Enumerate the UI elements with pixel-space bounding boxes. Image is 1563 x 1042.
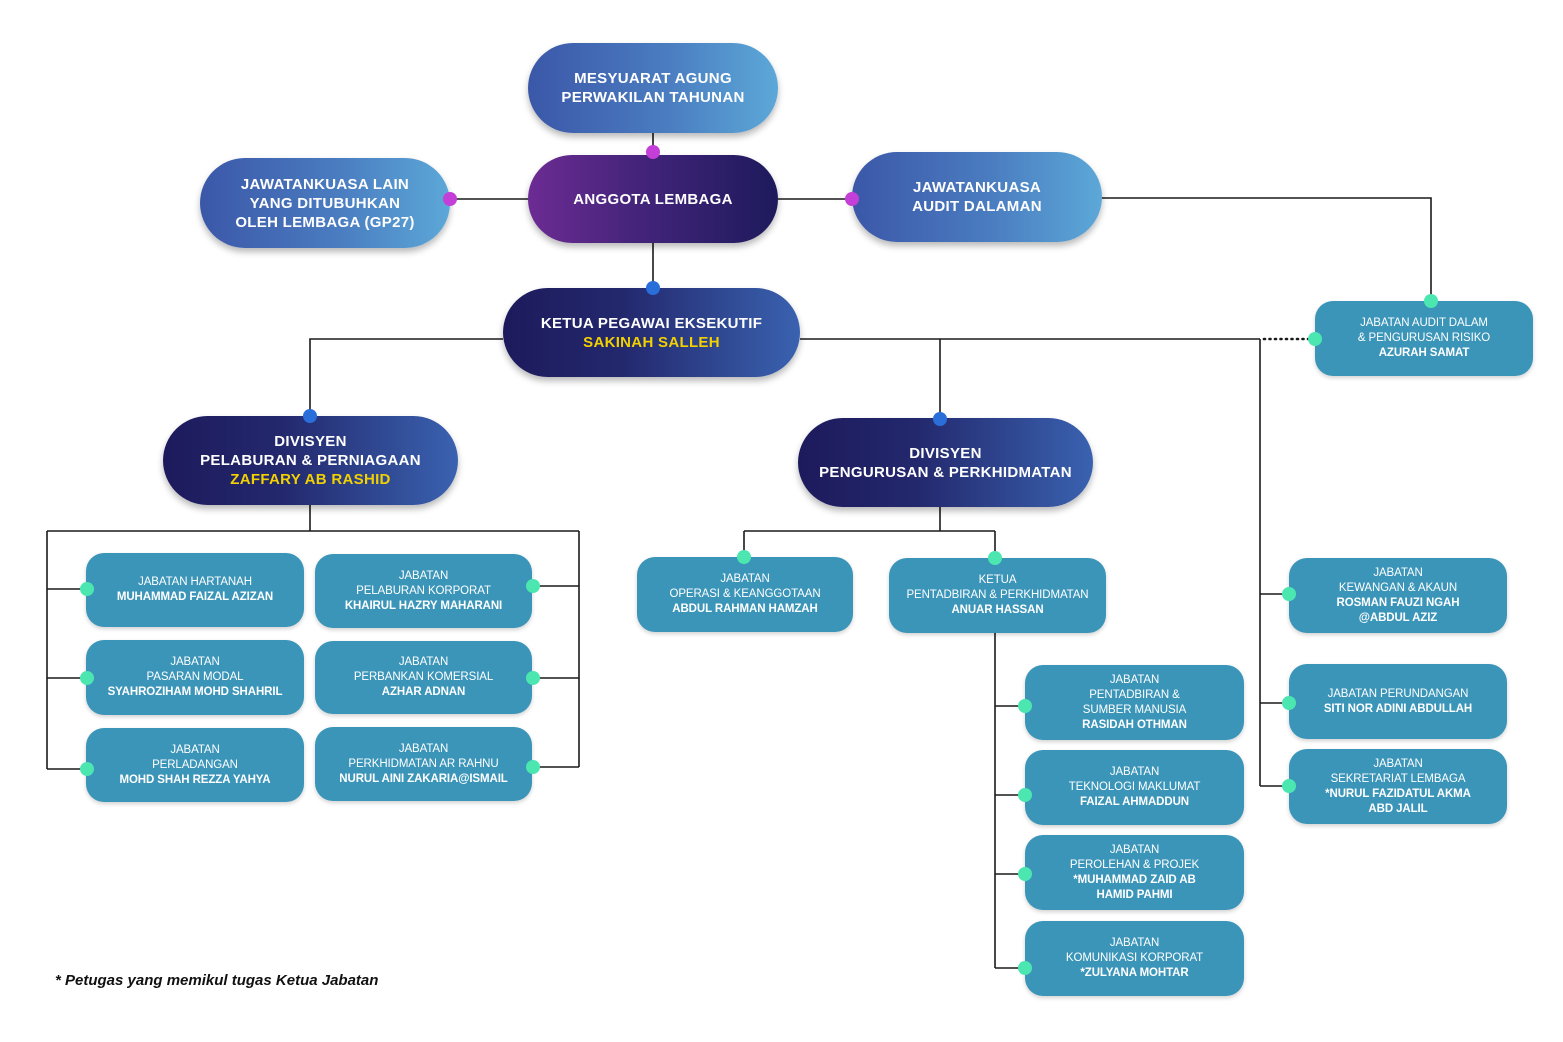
dept-head-name: SITI NOR ADINI ABDULLAH bbox=[1323, 702, 1473, 715]
node-title-line: ANGGOTA LEMBAGA bbox=[573, 190, 733, 208]
dept-admin-head: KETUA PENTADBIRAN & PERKHIDMATAN ANUAR H… bbox=[889, 558, 1106, 633]
dept-title-line: JABATAN HARTANAH bbox=[138, 576, 252, 588]
dept-title-line: KETUA bbox=[978, 574, 1017, 586]
dept-head-name: RASIDAH OTHMAN bbox=[1082, 718, 1187, 731]
dept-title-line: PENTADBIRAN & PERKHIDMATAN bbox=[906, 589, 1089, 601]
dept-title-line: JABATAN bbox=[1109, 937, 1160, 949]
dept-head-name: NURUL AINI ZAKARIA@ISMAIL bbox=[339, 772, 508, 785]
dept-title-line: JABATAN bbox=[720, 573, 770, 585]
dept-title-line: KEWANGAN & AKAUN bbox=[1338, 581, 1458, 594]
dept-head-name: *NURUL FAZIDATUL AKMA bbox=[1325, 787, 1471, 800]
dept-head-name: SYAHROZIHAM MOHD SHAHRIL bbox=[107, 686, 283, 698]
footnote: * Petugas yang memikul tugas Ketua Jabat… bbox=[55, 972, 379, 989]
node-title-line: MESYUARAT AGUNG bbox=[574, 70, 732, 87]
dept-title-line: JABATAN bbox=[1373, 757, 1423, 770]
dept-title-line: TEKNOLOGI MAKLUMAT bbox=[1068, 781, 1201, 793]
dept-title-line: PERLADANGAN bbox=[152, 758, 238, 771]
dept-title-line: KOMUNIKASI KORPORAT bbox=[1065, 952, 1204, 964]
dept-head-name: ABD JALIL bbox=[1368, 802, 1428, 815]
dept-head-name: MOHD SHAH REZZA YAHYA bbox=[119, 773, 271, 786]
dept-title-line: PENTADBIRAN & bbox=[1089, 688, 1180, 701]
dept-title-line: JABATAN bbox=[1109, 766, 1160, 778]
dept-information-technology: JABATAN TEKNOLOGI MAKLUMAT FAIZAL AHMADD… bbox=[1025, 750, 1244, 825]
node-title-line: JAWATANKUASA bbox=[912, 179, 1042, 196]
dept-head-name: @ABDUL AZIZ bbox=[1358, 611, 1438, 624]
node-other-committees: JAWATANKUASA LAIN YANG DITUBUHKAN OLEH L… bbox=[200, 158, 450, 248]
node-title-line: DIVISYEN bbox=[909, 444, 982, 462]
dept-head-name: ANUAR HASSAN bbox=[951, 604, 1044, 616]
dept-internal-audit: JABATAN AUDIT DALAM & PENGURUSAN RISIKO … bbox=[1315, 301, 1533, 376]
dept-title-line: PASARAN MODAL bbox=[146, 671, 244, 683]
dept-title-line: JABATAN bbox=[1109, 673, 1160, 686]
node-person-name: ZAFFARY AB RASHID bbox=[230, 471, 391, 488]
dept-head-name: ABDUL RAHMAN HAMZAH bbox=[672, 603, 818, 615]
node-title-line: OLEH LEMBAGA (GP27) bbox=[235, 213, 415, 231]
node-person-name: SAKINAH SALLEH bbox=[583, 333, 720, 351]
dept-head-name: HAMID PAHMI bbox=[1096, 888, 1173, 901]
node-title-line: AUDIT DALAMAN bbox=[912, 198, 1042, 215]
node-title-line: PELABURAN & PERNIAGAAN bbox=[200, 452, 421, 469]
dept-head-name: KHAIRUL HAZRY MAHARANI bbox=[344, 599, 503, 612]
dept-title-line: PELABURAN KORPORAT bbox=[356, 584, 491, 597]
dept-title-line: JABATAN bbox=[1373, 566, 1423, 579]
dept-commercial-banking: JABATAN PERBANKAN KOMERSIAL AZHAR ADNAN bbox=[315, 641, 532, 714]
dept-plantation: JABATAN PERLADANGAN MOHD SHAH REZZA YAHY… bbox=[86, 728, 304, 802]
dept-corporate-investment: JABATAN PELABURAN KORPORAT KHAIRUL HAZRY… bbox=[315, 554, 532, 628]
dept-finance: JABATAN KEWANGAN & AKAUN ROSMAN FAUZI NG… bbox=[1289, 558, 1507, 633]
node-title-line: DIVISYEN bbox=[274, 433, 347, 450]
dept-title-line: JABATAN bbox=[1109, 843, 1160, 856]
node-title-line: PERWAKILAN TAHUNAN bbox=[561, 89, 745, 106]
node-division-investment: DIVISYEN PELABURAN & PERNIAGAAN ZAFFARY … bbox=[163, 416, 458, 505]
dept-title-line: OPERASI & KEANGGOTAAN bbox=[669, 588, 821, 600]
dept-capital-market: JABATAN PASARAN MODAL SYAHROZIHAM MOHD S… bbox=[86, 640, 304, 715]
dept-title-line: JABATAN bbox=[170, 656, 220, 668]
dept-legal: JABATAN PERUNDANGAN SITI NOR ADINI ABDUL… bbox=[1289, 664, 1507, 739]
dept-title-line: SEKRETARIAT LEMBAGA bbox=[1330, 772, 1466, 785]
node-title-line: KETUA PEGAWAI EKSEKUTIF bbox=[540, 314, 763, 332]
dept-title-line: JABATAN bbox=[398, 656, 449, 668]
dept-head-name: AZHAR ADNAN bbox=[381, 686, 466, 698]
dept-head-name: FAIZAL AHMADDUN bbox=[1079, 796, 1189, 808]
dept-ar-rahnu: JABATAN PERKHIDMATAN AR RAHNU NURUL AINI… bbox=[315, 727, 532, 801]
node-title-line: JAWATANKUASA LAIN bbox=[240, 175, 410, 193]
node-board-members: ANGGOTA LEMBAGA bbox=[528, 155, 778, 243]
node-division-management: DIVISYEN PENGURUSAN & PERKHIDMATAN bbox=[798, 418, 1093, 507]
dept-head-name: ROSMAN FAUZI NGAH bbox=[1336, 596, 1460, 609]
dept-head-name: AZURAH SAMAT bbox=[1378, 347, 1470, 359]
dept-title-line: JABATAN PERUNDANGAN bbox=[1327, 687, 1469, 700]
connector-line bbox=[309, 338, 503, 416]
dept-head-name: *ZULYANA MOHTAR bbox=[1080, 967, 1189, 979]
dept-corporate-communication: JABATAN KOMUNIKASI KORPORAT *ZULYANA MOH… bbox=[1025, 921, 1244, 996]
node-ceo: KETUA PEGAWAI EKSEKUTIF SAKINAH SALLEH bbox=[503, 288, 800, 377]
dept-operations: JABATAN OPERASI & KEANGGOTAAN ABDUL RAHM… bbox=[637, 557, 853, 632]
dept-title-line: JABATAN bbox=[398, 742, 449, 755]
dept-title-line: SUMBER MANUSIA bbox=[1082, 703, 1187, 716]
node-annual-general-meeting: MESYUARAT AGUNG PERWAKILAN TAHUNAN bbox=[528, 43, 778, 133]
connector-line bbox=[1102, 197, 1432, 301]
dept-head-name: *MUHAMMAD ZAID AB bbox=[1073, 873, 1196, 886]
dept-head-name: MUHAMMAD FAIZAL AZIZAN bbox=[116, 591, 274, 603]
dept-title-line: PEROLEHAN & PROJEK bbox=[1069, 858, 1200, 871]
node-audit-committee: JAWATANKUASA AUDIT DALAMAN bbox=[852, 152, 1102, 242]
dept-hartanah: JABATAN HARTANAH MUHAMMAD FAIZAL AZIZAN bbox=[86, 553, 304, 627]
dept-title-line: PERKHIDMATAN AR RAHNU bbox=[348, 757, 499, 770]
dept-title-line: JABATAN bbox=[398, 569, 449, 582]
dept-board-secretariat: JABATAN SEKRETARIAT LEMBAGA *NURUL FAZID… bbox=[1289, 749, 1507, 824]
node-title-line: YANG DITUBUHKAN bbox=[249, 194, 401, 212]
dept-procurement: JABATAN PEROLEHAN & PROJEK *MUHAMMAD ZAI… bbox=[1025, 835, 1244, 910]
node-title-line: PENGURUSAN & PERKHIDMATAN bbox=[819, 463, 1072, 481]
dept-title-line: & PENGURUSAN RISIKO bbox=[1357, 332, 1491, 344]
dept-title-line: JABATAN AUDIT DALAM bbox=[1360, 317, 1488, 329]
dept-title-line: JABATAN bbox=[170, 743, 220, 756]
dept-title-line: PERBANKAN KOMERSIAL bbox=[353, 671, 494, 683]
dept-human-resources: JABATAN PENTADBIRAN & SUMBER MANUSIA RAS… bbox=[1025, 665, 1244, 740]
